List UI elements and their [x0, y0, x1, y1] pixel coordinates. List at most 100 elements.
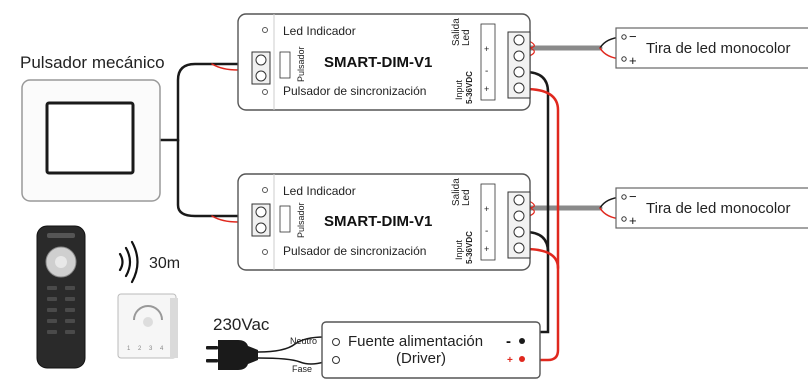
power-supply-minus: -: [506, 333, 511, 350]
pushbutton[interactable]: [21, 79, 161, 202]
controller-1-screw-1: [255, 54, 267, 66]
wall-panel-key-3[interactable]: 3: [149, 346, 153, 352]
led-strip-2-pad-minus: [621, 194, 627, 200]
controller-1-led-indicator: [262, 27, 268, 33]
remote-range: 30m: [149, 255, 180, 272]
controller-1-sync-button[interactable]: [262, 89, 268, 95]
controller-2-sync-label: Pulsador de sincronización: [283, 244, 426, 258]
wall-panel-dial-center: [143, 317, 153, 327]
led-strip-1: − + Tira de led monocolor: [615, 27, 808, 69]
power-supply-terminal-plus: [519, 356, 525, 362]
controller-1-port-label: Pulsador: [296, 46, 306, 82]
controller-2-output-label-1: Salida: [451, 178, 462, 206]
wire-ctrl2-red: [211, 215, 239, 223]
led-strip-1-body: [615, 27, 808, 69]
controller-2-sync-button[interactable]: [262, 249, 268, 255]
power-supply-plus: +: [507, 355, 513, 366]
wires: [158, 36, 623, 365]
led-strip-1-pad-plus: [621, 56, 627, 62]
wire-mains-neutral: [257, 336, 325, 353]
wire-power-red: [523, 87, 560, 362]
controller-2-terminal-2: [513, 210, 525, 222]
power-supply-subtitle: (Driver): [396, 350, 446, 367]
power-supply-screw-phase: [332, 356, 340, 364]
remote-control[interactable]: [36, 225, 86, 369]
controller-1: Pulsador Led Indicador SMART-DIM-V1 Puls…: [237, 13, 531, 111]
controller-1-output-label-2: Led: [461, 29, 472, 46]
controller-2-screw-1: [255, 206, 267, 218]
wall-panel-side: [170, 298, 178, 358]
controller-2-terminal-1: [513, 194, 525, 206]
controller-2-terminal-3: [513, 226, 525, 238]
power-supply-screw-neutral: [332, 338, 340, 346]
wire-pushbutton-to-controller-2: [176, 138, 240, 218]
led-strip-2-plus: +: [629, 213, 637, 228]
controller-2-polarity-plus-2: +: [484, 244, 489, 254]
power-supply-phase-label: Fase: [292, 364, 312, 374]
controller-1-terminal-4: [513, 82, 525, 94]
led-strip-1-minus: −: [629, 29, 637, 44]
wire-mains-phase: [257, 357, 325, 365]
controller-2-output-label-2: Led: [461, 189, 472, 206]
controller-1-terminal-2: [513, 50, 525, 62]
controller-1-terminal-1: [513, 34, 525, 46]
led-strip-1-plus: +: [629, 53, 637, 68]
controller-2-terminal-block: [507, 191, 531, 259]
controller-1-port-box: [279, 51, 291, 79]
wall-touch-panel[interactable]: 1 2 3 4: [117, 293, 178, 359]
wall-panel-key-4[interactable]: 4: [160, 346, 164, 352]
controller-2-led-indicator: [262, 187, 268, 193]
controller-1-sync-label: Pulsador de sincronización: [283, 84, 426, 98]
pushbutton-key[interactable]: [45, 101, 135, 175]
power-supply-neutral-label: Neutro: [290, 336, 317, 346]
mains-voltage: 230Vac: [213, 315, 270, 334]
power-supply-case: [321, 321, 541, 379]
controller-1-led-indicator-label: Led Indicador: [283, 24, 356, 38]
controller-2-input-label-1: Input: [454, 239, 464, 260]
led-strip-1-label: Tira de led monocolor: [646, 40, 791, 57]
controller-2-polarity-strip: [480, 183, 496, 261]
wire-ctrl1-red: [211, 63, 239, 71]
mains-plug-icon: [206, 340, 258, 370]
controller-1-polarity-minus: -: [485, 66, 488, 77]
controller-2-model: SMART-DIM-V1: [324, 213, 432, 230]
led-strip-2-pad-plus: [621, 216, 627, 222]
controller-1-polarity-strip: [480, 23, 496, 101]
led-strip-2: − + Tira de led monocolor: [615, 187, 808, 229]
controller-2: Pulsador Led Indicador SMART-DIM-V1 Puls…: [237, 173, 531, 271]
controller-2-polarity-minus: -: [485, 226, 488, 237]
wireless-signal-icon: [118, 240, 139, 284]
controller-1-model: SMART-DIM-V1: [324, 54, 432, 71]
controller-2-port-label: Pulsador: [296, 202, 306, 238]
led-strip-2-label: Tira de led monocolor: [646, 200, 791, 217]
controller-2-port-box: [279, 205, 291, 233]
controller-1-polarity-plus-2: +: [484, 84, 489, 94]
controller-1-terminal-block: [507, 31, 531, 99]
controller-2-input-label-2: 5-36VDC: [465, 231, 474, 264]
wire-pushbutton-to-controller-1: [158, 62, 240, 142]
remote-keys[interactable]: [47, 286, 75, 334]
controller-2-screw-2: [255, 222, 267, 234]
led-strip-2-minus: −: [629, 189, 637, 204]
controller-1-polarity-plus-1: +: [484, 44, 489, 54]
controller-2-led-indicator-label: Led Indicador: [283, 184, 356, 198]
led-strip-1-pad-minus: [621, 34, 627, 40]
power-supply-title: Fuente alimentación: [348, 333, 483, 350]
controller-1-input-label-1: Input: [454, 79, 464, 100]
power-supply-terminal-minus: [519, 338, 525, 344]
power-supply: Neutro Fase Fuente alimentación (Driver)…: [290, 321, 541, 379]
controller-1-terminal-3: [513, 66, 525, 78]
pushbutton-label: Pulsador mecánico: [20, 53, 165, 72]
remote-dial-center: [55, 256, 67, 268]
led-strip-2-body: [615, 187, 808, 229]
wall-panel-key-1[interactable]: 1: [127, 346, 131, 352]
controller-2-terminal-4: [513, 242, 525, 254]
wall-panel-dial[interactable]: [133, 305, 163, 321]
wall-panel-key-2[interactable]: 2: [138, 346, 142, 352]
remote-top-bar: [47, 233, 75, 238]
controller-1-screw-2: [255, 70, 267, 82]
controller-1-output-label-1: Salida: [451, 18, 462, 46]
controller-1-input-label-2: 5-36VDC: [465, 71, 474, 104]
controller-2-polarity-plus-1: +: [484, 204, 489, 214]
